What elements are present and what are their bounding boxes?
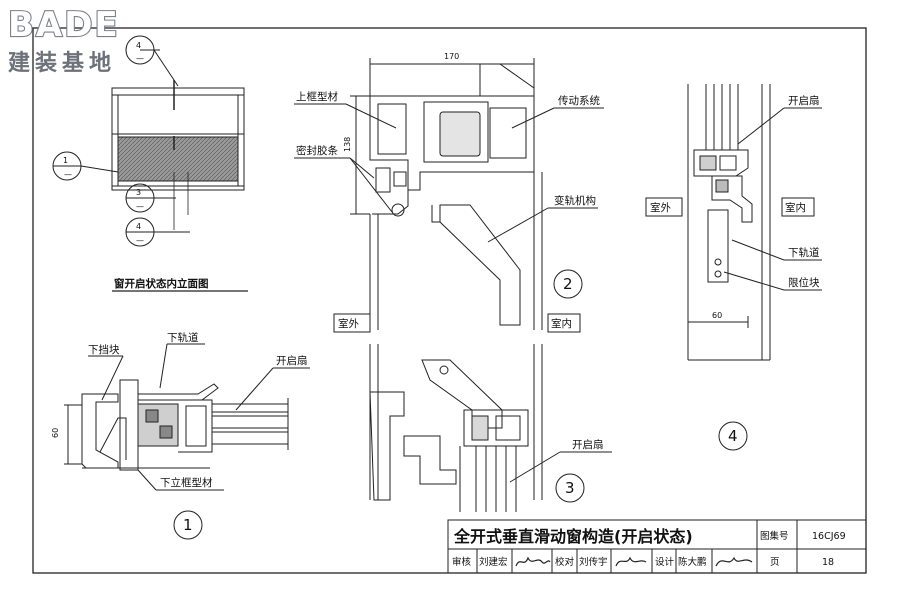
label-upper-frame: 上框型材 [296,90,338,103]
callout-dash-4: — [136,236,144,245]
elevation-caption: 窗开启状态内立面图 [114,277,209,290]
reviewer-signature [515,556,551,567]
label-limit-block: 限位块 [788,276,820,289]
label-track-change: 变轨机构 [554,194,596,207]
checker-signature [615,556,647,567]
design-label: 设计 [655,556,675,568]
label-exterior-center: 室外 [338,317,359,330]
sheet-border [32,27,867,574]
reviewer-name: 刘建宏 [479,556,508,568]
detail-2-3-drawing [294,58,612,512]
elevation-diagram [52,35,245,247]
page-number: 18 [822,557,834,568]
sheet-title: 全开式垂直滑动窗构造(开启状态) [453,527,693,546]
label-sash-center: 开启扇 [572,438,604,451]
label-transmission: 传动系统 [558,94,600,107]
label-exterior-right: 室外 [650,201,671,214]
callout-3: 3 [136,188,141,197]
callout-4-top: 4 [136,41,141,50]
dim-170: 170 [444,52,459,61]
detail-number-1: 1 [183,516,193,534]
callout-4: 4 [136,222,141,231]
check-label: 校对 [555,556,575,568]
dim-60-detail-1: 60 [51,428,60,438]
dim-138: 138 [343,137,352,152]
checker-name: 刘传宇 [579,556,608,568]
detail-number-4: 4 [728,427,738,445]
atlas-no-value: 16CJ69 [812,531,846,542]
dim-60-detail-4: 60 [712,311,722,320]
detail-number-2: 2 [563,275,573,293]
label-lower-stop-block: 下挡块 [88,343,120,356]
designer-signature [715,556,753,567]
label-lower-track-1: 下轨道 [167,331,199,344]
label-sash-1: 开启扇 [276,354,308,367]
label-interior-center: 室内 [551,317,572,330]
review-label: 审核 [452,556,472,568]
title-block [447,519,867,574]
callout-dash-1: — [64,170,72,179]
label-lower-track-right: 下轨道 [788,246,820,259]
page-label: 页 [770,557,780,568]
detail-1-drawing [64,343,310,540]
logo-brand: BADE [8,5,120,45]
atlas-no-label: 图集号 [760,530,789,542]
label-sash-right: 开启扇 [788,94,820,107]
logo-subtitle: 建装基地 [8,51,116,76]
bade-logo: BADE 建装基地 [7,4,120,76]
designer-name: 陈大鹏 [678,556,707,568]
label-lower-vertical-frame: 下立框型材 [160,476,213,489]
label-seal-strip: 密封胶条 [296,144,338,157]
callout-dash-4-top: — [136,54,144,63]
callout-dash-3: — [136,202,144,211]
detail-4-drawing [645,84,822,451]
detail-number-3: 3 [565,479,575,497]
label-interior-right: 室内 [785,201,806,214]
callout-1: 1 [63,156,68,165]
